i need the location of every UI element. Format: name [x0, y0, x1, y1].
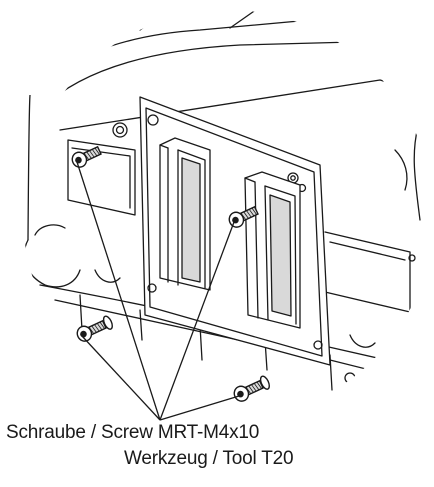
- screw-icon: [233, 375, 270, 402]
- screw-icon: [71, 145, 102, 168]
- caption-screw: Schraube / Screw MRT-M4x10: [6, 422, 260, 443]
- plate-channel-left: [159, 137, 211, 291]
- left-slot: [67, 139, 136, 216]
- plate-channel-right: [244, 171, 301, 329]
- screw-icon: [76, 315, 113, 342]
- caption-tool: Werkzeug / Tool T20: [124, 448, 294, 469]
- leader-line: [159, 221, 235, 421]
- leader-line: [81, 335, 161, 421]
- leader-line: [76, 161, 161, 421]
- rail-slot: [324, 231, 411, 313]
- leader-line: [159, 395, 240, 421]
